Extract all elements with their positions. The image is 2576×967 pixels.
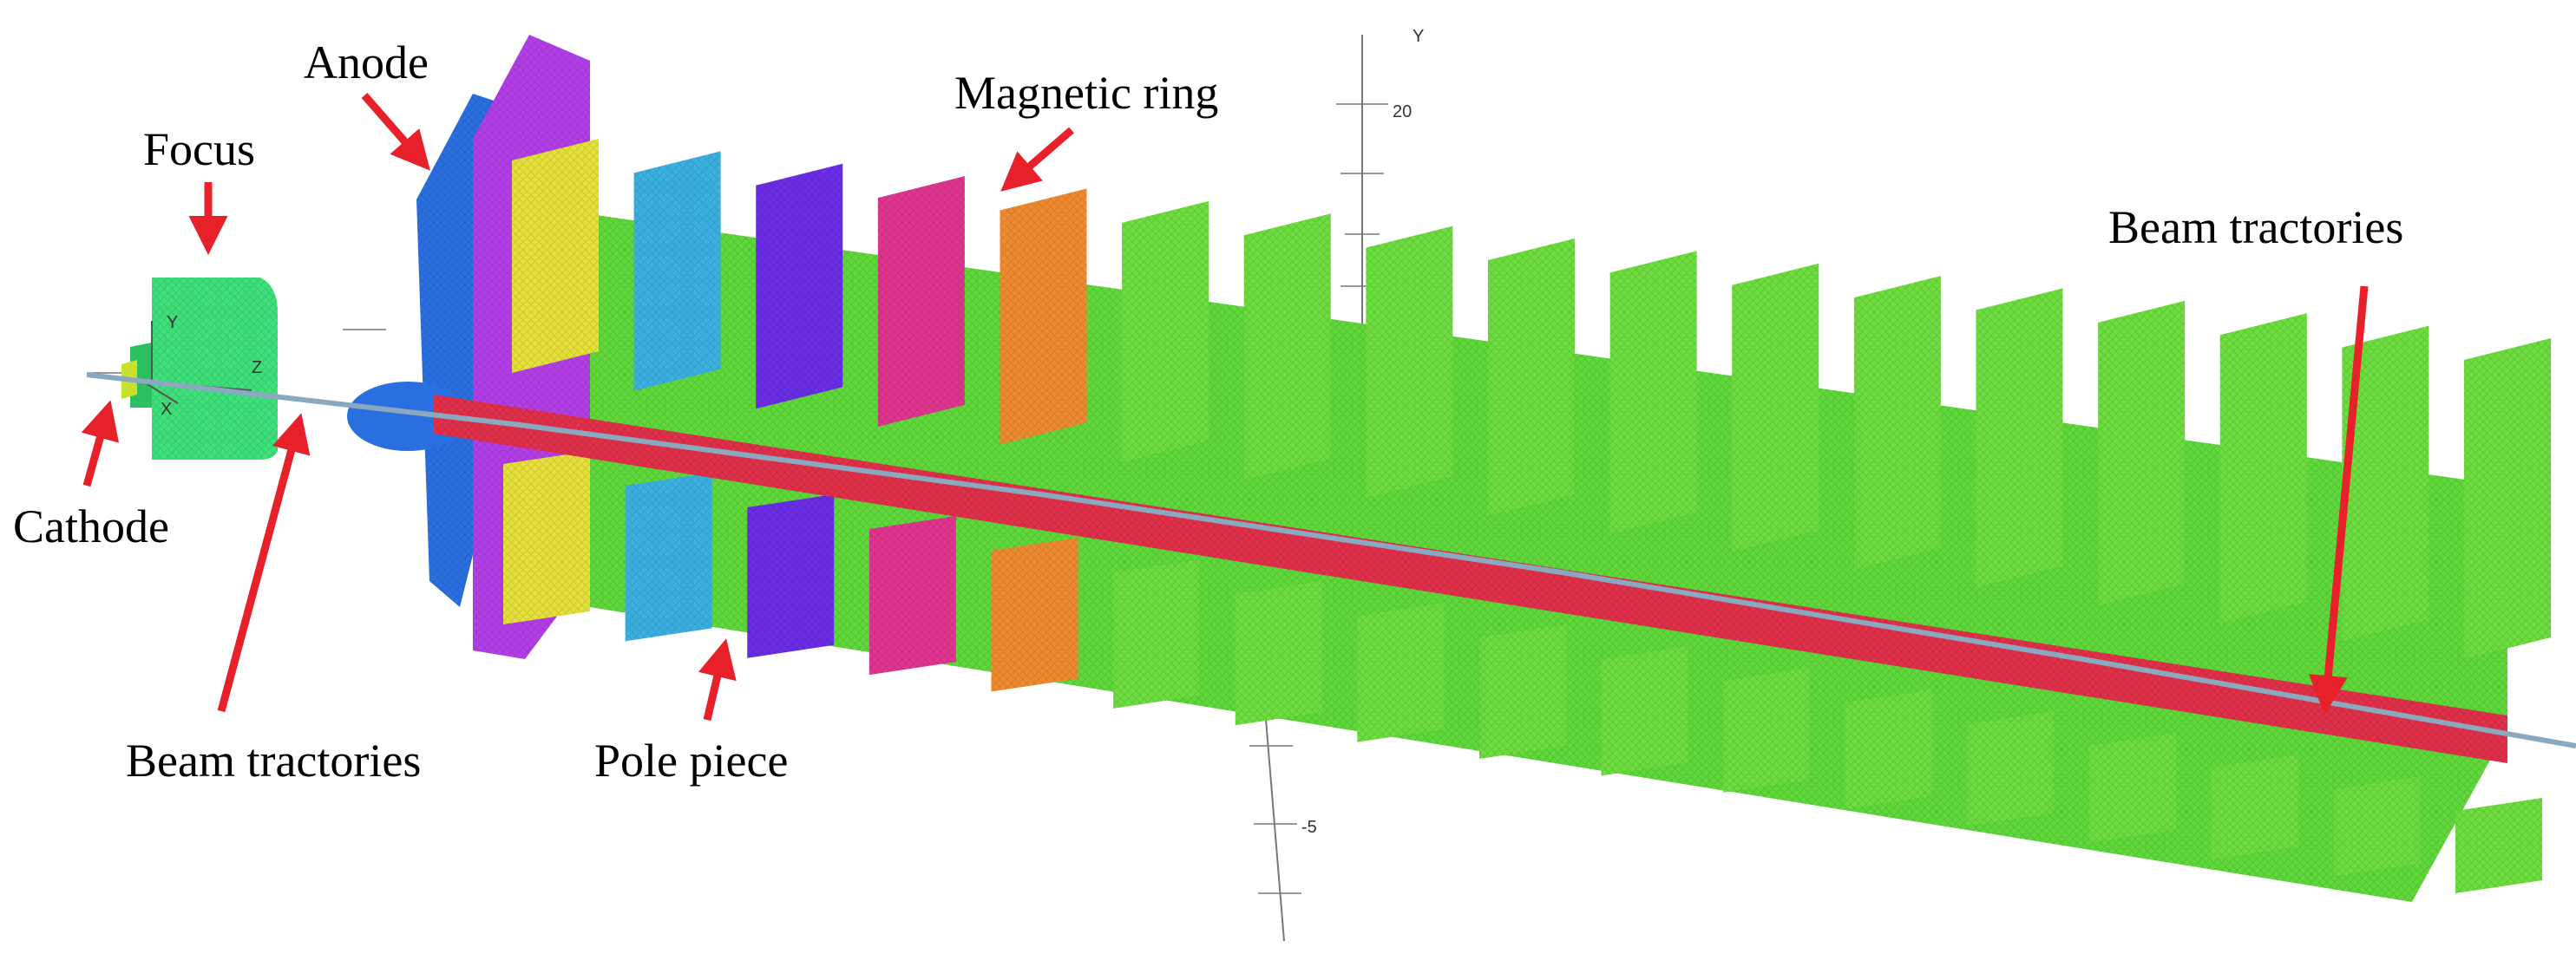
pole-piece-texture	[2333, 776, 2421, 877]
pole-piece-texture	[2211, 755, 2298, 860]
magnetic-ring-texture	[2464, 338, 2551, 659]
anode-label: Anode	[304, 36, 429, 88]
tick-label: -5	[1301, 818, 1317, 837]
pole-piece-texture	[1235, 581, 1322, 726]
magnetic-ring-texture	[1000, 188, 1087, 445]
magnetic-ring-texture	[2219, 313, 2307, 624]
beam-left-arrow	[217, 413, 311, 713]
magnetic-ring-texture	[1976, 288, 2063, 588]
magnetic-ring-texture	[2098, 300, 2186, 606]
beam-trajectories-label-left: Beam tractories	[126, 735, 421, 787]
tick-label: 20	[1393, 102, 1412, 121]
magnetic-ring-label: Magnetic ring	[954, 67, 1218, 119]
magnetic-ring-texture	[2342, 325, 2429, 642]
pole-piece-texture	[1601, 646, 1688, 776]
beam-trajectory	[86, 372, 2576, 748]
focus-label: Focus	[143, 123, 255, 175]
magnetic-ring-texture	[1243, 213, 1331, 480]
mini-y-label: Y	[167, 313, 178, 332]
magnetic-ring-texture	[1732, 263, 1819, 552]
mini-x-label: X	[161, 400, 172, 419]
pole-piece-texture	[1845, 689, 1932, 810]
beam-pipe	[434, 395, 2507, 763]
mini-z-label: Z	[252, 358, 262, 377]
pole-piece-texture	[991, 538, 1078, 692]
magnetic-ring-texture	[1122, 200, 1209, 463]
pole-piece-texture	[2455, 798, 2542, 893]
pole-piece-texture	[625, 473, 712, 642]
pole-piece-label: Pole piece	[594, 735, 788, 787]
pole-piece-texture	[868, 516, 956, 676]
magnetic-rings	[503, 139, 2551, 893]
magnetic-ring-arrow	[1000, 127, 1074, 192]
magnetic-ring-texture	[1853, 276, 1941, 570]
pole-piece-texture	[503, 451, 590, 624]
pole-piece-texture	[1113, 559, 1201, 709]
magnetic-ring-texture	[1609, 251, 1697, 534]
focus-electrode	[130, 278, 278, 460]
pole-piece-texture	[1967, 711, 2055, 827]
pole-piece-texture	[747, 494, 835, 658]
pole-piece-arrow	[698, 638, 737, 722]
magnetic-ring-texture	[877, 176, 965, 427]
pole-piece-texture	[1479, 624, 1566, 759]
magnetic-ring-texture	[1488, 238, 1575, 516]
magnetic-ring-texture	[756, 163, 843, 409]
beam-trajectories-label-right: Beam tractories	[2108, 201, 2403, 253]
cathode-arrow	[81, 400, 120, 487]
beam-right-arrow	[2308, 285, 2369, 715]
magnetic-ring-texture	[512, 139, 599, 373]
annotation-arrows	[81, 93, 2369, 722]
pole-piece-texture	[1723, 668, 1811, 793]
pole-piece-texture	[2089, 733, 2177, 843]
magnetic-ring-texture	[1366, 225, 1453, 499]
cathode-label: Cathode	[13, 500, 169, 552]
pole-piece-texture	[1357, 603, 1445, 742]
anode-arrow	[361, 93, 430, 171]
magnetic-ring-texture	[633, 151, 721, 391]
y-axis-label: Y	[1413, 27, 1424, 46]
